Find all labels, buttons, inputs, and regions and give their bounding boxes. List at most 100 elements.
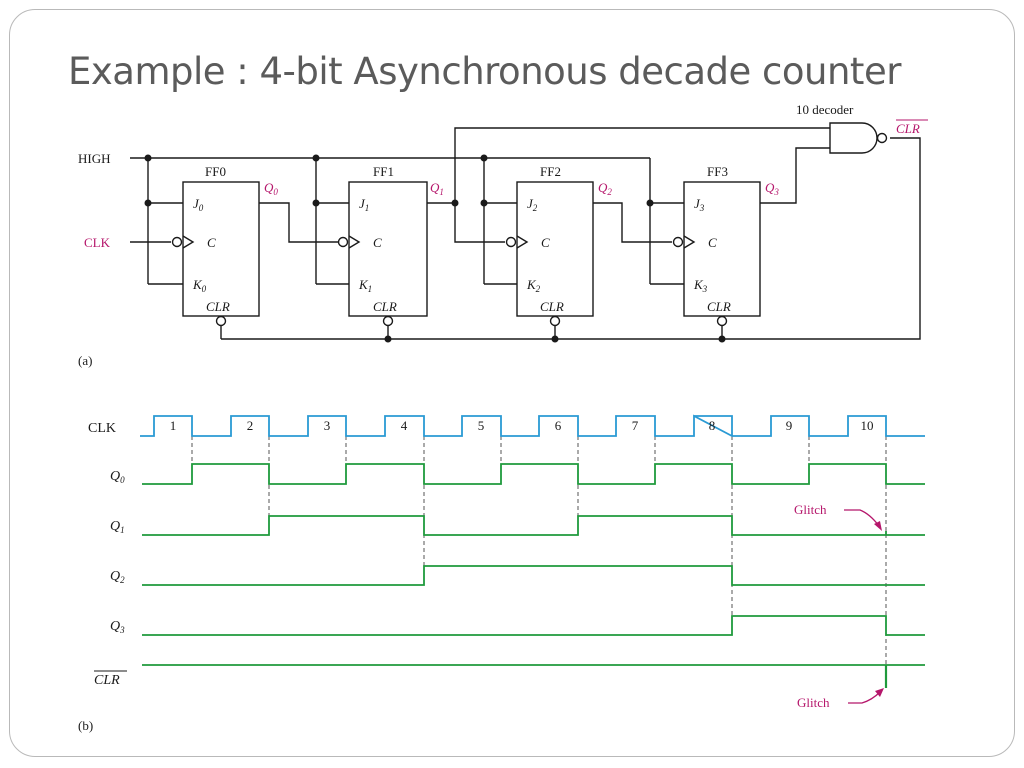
ff2-labels: FF2 J2 C K2 CLR Q2 bbox=[526, 164, 612, 314]
ff3-k-label: K3 bbox=[693, 277, 708, 294]
q1-to-decoder-wire bbox=[454, 127, 830, 203]
clk-input-label: CLK bbox=[84, 235, 111, 250]
glitch-label-bottom: Glitch bbox=[797, 695, 830, 710]
ff1-k-label: K1 bbox=[358, 277, 372, 294]
clk-pulse-8 bbox=[694, 415, 733, 436]
ff3-k-sub: 3 bbox=[702, 284, 708, 294]
circuit-panel-label: (a) bbox=[78, 353, 92, 368]
junction-dot bbox=[480, 199, 488, 207]
ff2-j-sub: 2 bbox=[533, 203, 538, 213]
ff3-q-sub: 3 bbox=[773, 187, 779, 197]
ff1-name: FF1 bbox=[373, 164, 394, 179]
ff2-clr-label: CLR bbox=[540, 299, 564, 314]
signal-label-q1: Q1 bbox=[110, 519, 125, 535]
glitch-label-top: Glitch bbox=[794, 502, 827, 517]
ff1-j: J bbox=[359, 196, 366, 211]
ff0-k-label: K0 bbox=[192, 277, 207, 294]
signal-label-q3: Q3 bbox=[110, 619, 125, 635]
ff2-k-label: K2 bbox=[526, 277, 541, 294]
high-label: HIGH bbox=[78, 151, 111, 166]
pulse-number: 9 bbox=[786, 418, 793, 433]
ff2-name: FF2 bbox=[540, 164, 561, 179]
clk-triangle-ff3 bbox=[683, 235, 696, 249]
circuit-diagram bbox=[130, 122, 921, 340]
ff0-j-sub: 0 bbox=[199, 203, 204, 213]
signal-label-clr: CLR bbox=[94, 673, 120, 688]
pulse-number: 8 bbox=[709, 418, 716, 433]
junction-dot bbox=[646, 199, 654, 207]
q2-to-c3-wire bbox=[593, 202, 672, 243]
junction-dot bbox=[451, 199, 459, 207]
clr-bubble-ff2 bbox=[549, 315, 561, 327]
pulse-number: 7 bbox=[632, 418, 639, 433]
junction-dot bbox=[144, 199, 152, 207]
ff1-clr-label: CLR bbox=[373, 299, 397, 314]
junction-dot bbox=[551, 335, 559, 343]
q0-waveform bbox=[142, 463, 925, 485]
junction-dot bbox=[144, 154, 152, 162]
signal-label-clk: CLK bbox=[88, 421, 116, 436]
ff0-q-sub: 0 bbox=[273, 187, 278, 197]
clk-triangle-ff0 bbox=[182, 235, 195, 249]
clk-bubble-ff2 bbox=[505, 236, 517, 248]
pulse-number: 6 bbox=[555, 418, 562, 433]
timing-panel-label: (b) bbox=[78, 718, 93, 733]
pulse-number: 5 bbox=[478, 418, 485, 433]
q3-to-decoder-wire bbox=[760, 147, 830, 204]
ff1-j-label: J1 bbox=[359, 196, 369, 213]
ff3-j-sub: 3 bbox=[699, 203, 705, 213]
ff1-q: Q bbox=[430, 180, 440, 195]
ff0-j: J bbox=[193, 196, 200, 211]
ff1-k: K bbox=[358, 277, 369, 292]
ff1-c-label: C bbox=[373, 235, 382, 250]
signal-label-q0: Q0 bbox=[110, 469, 125, 485]
clk-bubble-ff1 bbox=[337, 236, 349, 248]
ff3-q-label: Q3 bbox=[765, 180, 779, 197]
ff1-q-sub: 1 bbox=[439, 187, 444, 197]
ff2-q-label: Q2 bbox=[598, 180, 612, 197]
glitch-arrow-bottom bbox=[848, 691, 881, 704]
ff3-j-label: J3 bbox=[694, 196, 705, 213]
ff0-j-label: J0 bbox=[193, 196, 204, 213]
ff2-j: J bbox=[527, 196, 534, 211]
ff2-q: Q bbox=[598, 180, 608, 195]
glitch-arrowhead-bottom bbox=[875, 688, 884, 697]
clk-triangle-ff2 bbox=[516, 235, 529, 249]
clk-bubble-ff3 bbox=[672, 236, 684, 248]
junction-dots bbox=[144, 154, 726, 343]
junction-dot bbox=[480, 154, 488, 162]
ff3-c-label: C bbox=[708, 235, 717, 250]
glitch-arrow-top bbox=[844, 509, 880, 527]
q0-to-c1-wire bbox=[259, 202, 338, 243]
clr-bubble-ff1 bbox=[382, 315, 394, 327]
ff1-k-sub: 1 bbox=[368, 284, 373, 294]
q1-waveform bbox=[142, 515, 925, 536]
nand-output-bubble bbox=[876, 132, 888, 144]
pulse-number: 3 bbox=[324, 418, 331, 433]
clr-bubble-ff0 bbox=[215, 315, 227, 327]
pulse-number: 2 bbox=[247, 418, 254, 433]
ff-labels: FF0 J0 C K0 CLR Q0 FF1 J1 C K1 CLR Q1 FF… bbox=[192, 164, 779, 314]
ff0-name: FF0 bbox=[205, 164, 226, 179]
ff2-k: K bbox=[526, 277, 537, 292]
clk-bubble-ff0 bbox=[171, 236, 183, 248]
edge-markers bbox=[191, 436, 887, 688]
ff1-q-label: Q1 bbox=[430, 180, 444, 197]
pulse-number: 10 bbox=[861, 418, 874, 433]
ff3-j: J bbox=[694, 196, 701, 211]
timing-diagram: 1 2 3 4 5 6 7 8 9 10 CLK Q0 Q1 Q2 Q3 CLR… bbox=[78, 414, 925, 733]
ff2-j-label: J2 bbox=[527, 196, 538, 213]
ff0-q: Q bbox=[264, 180, 274, 195]
signal-label-q2: Q2 bbox=[110, 569, 125, 585]
decoder-output-label: CLR bbox=[896, 121, 920, 136]
ff3-clr-label: CLR bbox=[707, 299, 731, 314]
ff0-q-label: Q0 bbox=[264, 180, 278, 197]
q1-to-c2-wire bbox=[427, 202, 505, 243]
clk-waveform bbox=[140, 414, 925, 437]
junction-dot bbox=[384, 335, 392, 343]
ff2-k-sub: 2 bbox=[536, 284, 541, 294]
junction-dot bbox=[718, 335, 726, 343]
ff2-q-sub: 2 bbox=[607, 187, 612, 197]
ff0-c-label: C bbox=[207, 235, 216, 250]
